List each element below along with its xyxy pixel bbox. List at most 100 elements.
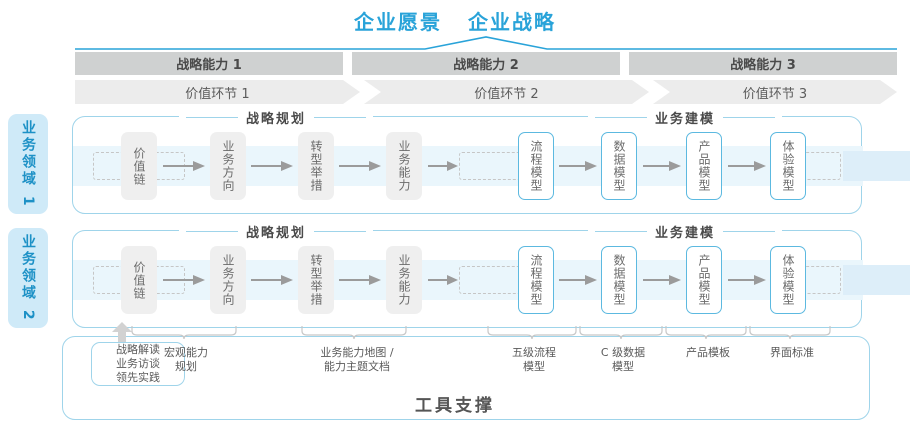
row-2-node-process-model-label: 流程模型	[529, 254, 543, 306]
tool-label-macro-capability: 宏观能力 规划	[130, 346, 242, 374]
row-2-caption-modeling-label: 业务建模	[655, 226, 716, 241]
capability-bar-row: 战略能力 1 战略能力 2 战略能力 3	[75, 52, 897, 75]
bracket-capability-map	[300, 326, 412, 340]
row-2-arrow-1	[163, 275, 205, 285]
sidebar-domain-2[interactable]: 业务领域 2	[8, 228, 48, 328]
sidebar-domain-2-label: 业务领域 2	[20, 233, 36, 323]
row-1-node-product-model-label: 产品模型	[697, 140, 711, 192]
row-2-node-business-direction[interactable]: 业务方向	[210, 246, 246, 314]
row-2-arrow-3	[339, 275, 381, 285]
capability-cell-3[interactable]: 战略能力 3	[629, 52, 897, 75]
row-2-arrow-6	[643, 275, 681, 285]
row-1-node-transformation[interactable]: 转型举措	[298, 132, 334, 200]
row-1-node-business-capability-label: 业务能力	[397, 140, 411, 192]
tool-label-data-model-l2: 模型	[612, 360, 634, 373]
row-2-arrow-5	[559, 275, 597, 285]
sidebar-domain-1-label: 业务领域 1	[20, 119, 36, 209]
row-2-arrow-2	[251, 275, 293, 285]
tool-label-product-template: 产品模板	[664, 346, 752, 360]
tool-label-process-model: 五级流程 模型	[486, 346, 582, 374]
tool-label-capability-map: 业务能力地图 / 能力主题文档	[298, 346, 416, 374]
domain-row-1: 价值链 业务方向 转型举措 业务能力 流程模型 数据模型 产品模型 体验模型	[72, 116, 910, 214]
tool-chip-line-3: 领先实践	[116, 371, 160, 384]
tool-support-container	[62, 336, 870, 420]
row-1-arrow-5	[559, 161, 597, 171]
capability-cell-2[interactable]: 战略能力 2	[352, 52, 620, 75]
value-chain-cell-3[interactable]: 价值环节 3	[653, 80, 897, 104]
tool-label-macro-capability-l2: 规划	[175, 360, 197, 373]
bracket-ui-standard	[748, 326, 836, 340]
tool-chip-strategy[interactable]: 战略解读 业务访谈 领先实践	[91, 342, 185, 386]
row-2-node-business-direction-label: 业务方向	[221, 254, 235, 306]
tool-label-data-model: C 级数据 模型	[578, 346, 668, 374]
row-1-node-data-model[interactable]: 数据模型	[601, 132, 637, 200]
row-2-flow-arrow	[843, 253, 910, 307]
row-2-node-business-capability[interactable]: 业务能力	[386, 246, 422, 314]
value-chain-row: 价值环节 1 价值环节 2 价值环节 3	[75, 80, 897, 104]
row-2-node-product-model[interactable]: 产品模型	[686, 246, 722, 314]
domain-row-2: 价值链 业务方向 转型举措 业务能力 流程模型 数据模型 产品模型 体验模型	[72, 230, 910, 328]
row-1-node-transformation-label: 转型举措	[309, 140, 323, 192]
row-2-caption-planning-label: 战略规划	[246, 226, 307, 241]
row-2-node-process-model[interactable]: 流程模型	[518, 246, 554, 314]
bracket-process-model	[486, 326, 582, 340]
row-1-node-process-model-label: 流程模型	[529, 140, 543, 192]
tool-chip-line-1: 战略解读	[116, 343, 160, 356]
row-1-arrow-6	[643, 161, 681, 171]
value-chain-cell-2[interactable]: 价值环节 2	[364, 80, 649, 104]
peak-connector	[75, 36, 897, 52]
tool-label-process-model-l2: 模型	[523, 360, 545, 373]
row-2-node-business-capability-label: 业务能力	[397, 254, 411, 306]
sidebar-domain-1[interactable]: 业务领域 1	[8, 114, 48, 214]
row-1-arrow-4	[428, 161, 458, 171]
tool-label-ui-standard-l1: 界面标准	[770, 346, 814, 359]
tool-label-data-model-l1: C 级数据	[600, 346, 646, 359]
row-2-node-value-chain-label: 价值链	[132, 260, 146, 300]
row-1-caption-modeling-label: 业务建模	[655, 112, 716, 127]
row-1-node-experience-model-label: 体验模型	[781, 140, 795, 192]
tool-label-product-template-l1: 产品模板	[686, 346, 730, 359]
row-1-node-business-direction-label: 业务方向	[221, 140, 235, 192]
row-2-node-experience-model[interactable]: 体验模型	[770, 246, 806, 314]
row-1-flow-arrow	[843, 139, 910, 193]
row-1-node-experience-model[interactable]: 体验模型	[770, 132, 806, 200]
row-1-caption-planning-label: 战略规划	[246, 112, 307, 127]
row-1-arrow-2	[251, 161, 293, 171]
row-2-arrow-7	[728, 275, 766, 285]
row-2-node-value-chain[interactable]: 价值链	[121, 246, 157, 314]
capability-cell-1[interactable]: 战略能力 1	[75, 52, 343, 75]
row-1-arrow-1	[163, 161, 205, 171]
row-1-node-product-model[interactable]: 产品模型	[686, 132, 722, 200]
row-1-caption-modeling: 业务建模	[588, 108, 783, 127]
tool-support-up-arrow	[111, 322, 133, 344]
row-1-node-value-chain-label: 价值链	[132, 146, 146, 186]
top-title-group: 企业愿景 企业战略	[0, 6, 910, 35]
row-1-node-process-model[interactable]: 流程模型	[518, 132, 554, 200]
row-2-node-data-model-label: 数据模型	[612, 254, 626, 306]
row-2-node-transformation-label: 转型举措	[309, 254, 323, 306]
row-2-caption-modeling: 业务建模	[588, 222, 783, 241]
row-1-caption-planning: 战略规划	[179, 108, 374, 127]
row-1-arrow-3	[339, 161, 381, 171]
row-2-arrow-4	[428, 275, 458, 285]
bracket-macro-capability	[130, 326, 242, 340]
row-2-node-experience-model-label: 体验模型	[781, 254, 795, 306]
row-1-node-business-direction[interactable]: 业务方向	[210, 132, 246, 200]
tool-label-process-model-l1: 五级流程	[512, 346, 556, 359]
row-2-node-transformation[interactable]: 转型举措	[298, 246, 334, 314]
row-1-arrow-7	[728, 161, 766, 171]
tool-support-title: 工具支撑	[415, 396, 495, 416]
row-1-node-business-capability[interactable]: 业务能力	[386, 132, 422, 200]
value-chain-cell-1[interactable]: 价值环节 1	[75, 80, 360, 104]
bracket-data-model	[578, 326, 668, 340]
row-2-node-data-model[interactable]: 数据模型	[601, 246, 637, 314]
row-2-caption-planning: 战略规划	[179, 222, 374, 241]
title-enterprise-strategy: 企业战略	[468, 10, 556, 34]
bracket-product-template	[664, 326, 752, 340]
tool-label-macro-capability-l1: 宏观能力	[164, 346, 208, 359]
row-2-node-product-model-label: 产品模型	[697, 254, 711, 306]
tool-label-capability-map-l2: 能力主题文档	[324, 360, 390, 373]
tool-label-capability-map-l1: 业务能力地图 /	[320, 346, 394, 359]
row-1-node-value-chain[interactable]: 价值链	[121, 132, 157, 200]
